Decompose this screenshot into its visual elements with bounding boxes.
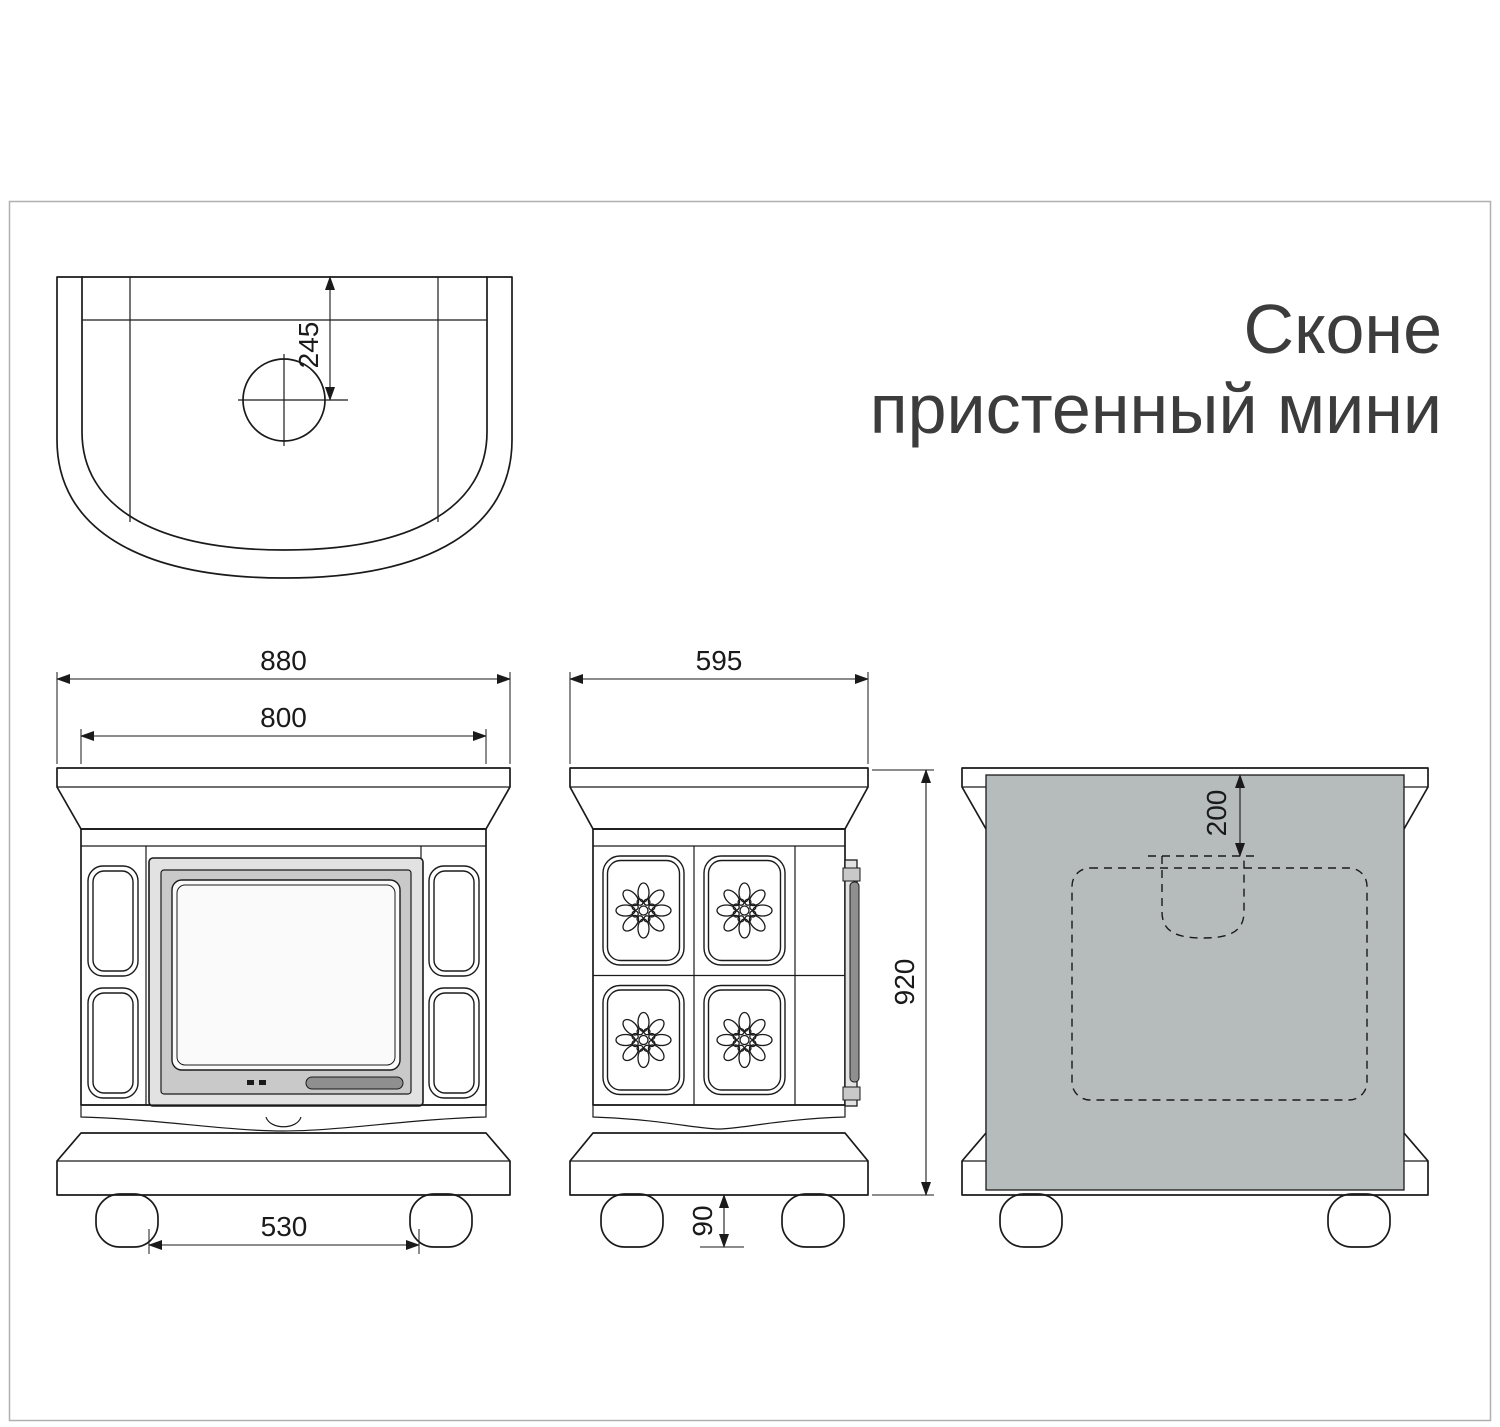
- title-line-1: Сконе: [1244, 290, 1442, 368]
- rear-right-foot: [1327, 1193, 1391, 1248]
- dim-label-rear-flue-offset: 200: [1201, 790, 1232, 837]
- front-left-panel-bottom: [87, 987, 139, 1099]
- front-door: [148, 857, 424, 1107]
- door-hinge-bottom: [842, 1086, 861, 1101]
- front-apron: [80, 1104, 487, 1132]
- door-glass: [171, 879, 401, 1071]
- dim-body-width: 800: [80, 702, 487, 764]
- drawing-border: [8, 200, 1492, 1422]
- top-view-inner-contour: [81, 276, 488, 551]
- side-crown: [569, 767, 869, 830]
- front-right-foot: [409, 1193, 473, 1248]
- top-view: 245: [56, 276, 513, 579]
- rear-hidden-cavity-outline: [1071, 867, 1368, 1101]
- dim-body-height: 920: [872, 769, 934, 1196]
- front-right-panel-bottom: [428, 987, 480, 1099]
- front-left-panel-top: [87, 865, 139, 977]
- top-view-outer-contour: [56, 276, 513, 579]
- rear-heat-shield-panel: [985, 774, 1405, 1191]
- rear-view: 200: [961, 767, 1429, 1248]
- rear-left-foot: [999, 1193, 1063, 1248]
- side-back-foot: [781, 1193, 845, 1248]
- dim-rear-flue-offset: 200: [1201, 774, 1245, 857]
- dim-feet-spacing: 530: [148, 1211, 420, 1254]
- dim-overall-width: 880: [56, 645, 511, 764]
- dim-label-feet-spacing: 530: [261, 1211, 308, 1242]
- door-handle-rail: [849, 881, 860, 1083]
- front-left-foot: [95, 1193, 159, 1248]
- front-right-panel-top: [428, 865, 480, 977]
- dim-foot-height: 90: [687, 1194, 744, 1248]
- dim-depth: 595: [569, 645, 869, 764]
- door-glass-inner-line: [176, 884, 396, 1066]
- side-view: 595 920 90: [569, 645, 934, 1248]
- front-view: 880 800 530: [56, 645, 511, 1254]
- dim-label-body-height: 920: [889, 959, 920, 1006]
- dim-label-overall-width: 880: [260, 645, 307, 676]
- rear-flue-cutout: [1161, 856, 1245, 939]
- tile-ornament-4: [704, 986, 785, 1095]
- side-plinth: [569, 1132, 869, 1196]
- dim-label-body-width: 800: [260, 702, 307, 733]
- tile-ornament-3: [603, 986, 684, 1095]
- door-hinge-top: [842, 867, 861, 882]
- front-crown: [56, 767, 511, 830]
- dim-flue-center-offset: 245: [293, 276, 335, 401]
- dim-label-depth: 595: [696, 645, 743, 676]
- product-title: Сконе пристенный мини: [870, 290, 1442, 448]
- side-body: [592, 828, 846, 1106]
- dim-label-flue-offset: 245: [293, 322, 324, 369]
- front-apron-crest: [265, 1116, 302, 1128]
- side-front-foot: [600, 1193, 664, 1248]
- tile-ornament-1: [603, 856, 684, 965]
- dim-label-foot-height: 90: [687, 1205, 718, 1236]
- door-vent-left: [247, 1080, 254, 1085]
- door-vent-right: [259, 1080, 266, 1085]
- door-handle: [305, 1076, 404, 1090]
- tile-ornament-2: [704, 856, 785, 965]
- side-apron: [592, 1104, 846, 1130]
- title-line-2: пристенный мини: [870, 370, 1442, 448]
- front-plinth: [56, 1132, 511, 1196]
- side-door-edge: [842, 859, 861, 1107]
